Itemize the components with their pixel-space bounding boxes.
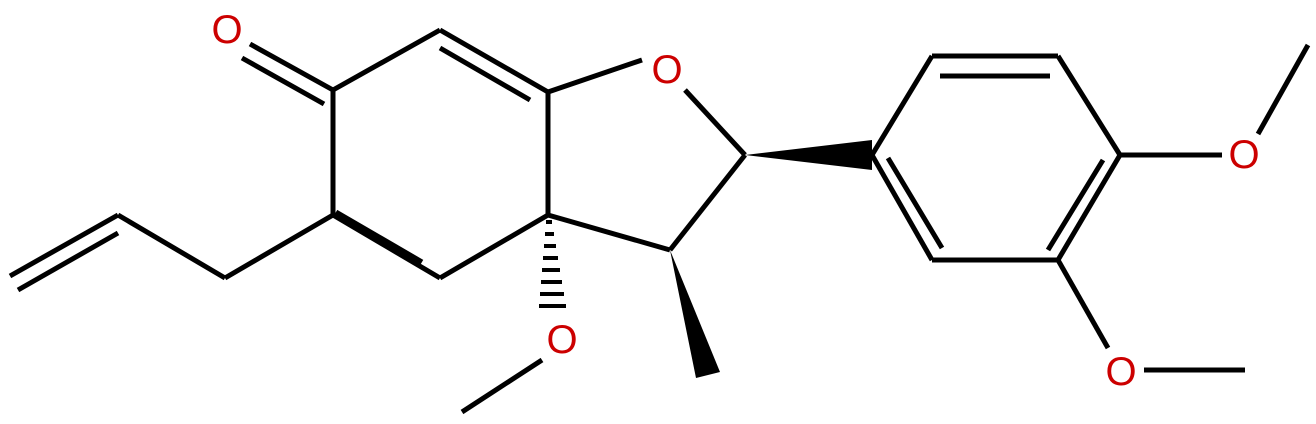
bond — [331, 27, 442, 93]
bond — [668, 153, 747, 252]
bond — [683, 88, 747, 157]
wedge-bond — [745, 140, 872, 170]
bond — [331, 212, 442, 281]
bond — [240, 55, 326, 107]
bond — [1045, 158, 1106, 252]
oxygen-atom: O — [1228, 133, 1259, 177]
oxygen-atom: O — [1105, 350, 1136, 394]
oxygen-atom: O — [546, 318, 577, 362]
bond — [460, 357, 544, 415]
bond — [1055, 258, 1111, 350]
bond — [885, 156, 945, 250]
bond — [1055, 54, 1123, 157]
bond — [869, 54, 935, 157]
bond — [334, 209, 424, 265]
bond — [547, 212, 671, 253]
bond — [547, 57, 643, 95]
bond — [438, 45, 532, 103]
bond — [116, 212, 227, 281]
bond — [8, 212, 120, 279]
wedge-bond — [670, 250, 720, 378]
oxygen-atom: O — [211, 8, 242, 52]
bond — [223, 212, 335, 281]
bond — [869, 153, 935, 262]
bond — [1055, 153, 1123, 262]
bond — [438, 27, 550, 95]
bond — [1255, 43, 1311, 136]
oxygen-atom: O — [651, 48, 682, 92]
bond — [16, 230, 120, 293]
hashed-wedge-bond — [539, 220, 566, 308]
bond — [438, 212, 550, 281]
bond — [248, 41, 335, 93]
